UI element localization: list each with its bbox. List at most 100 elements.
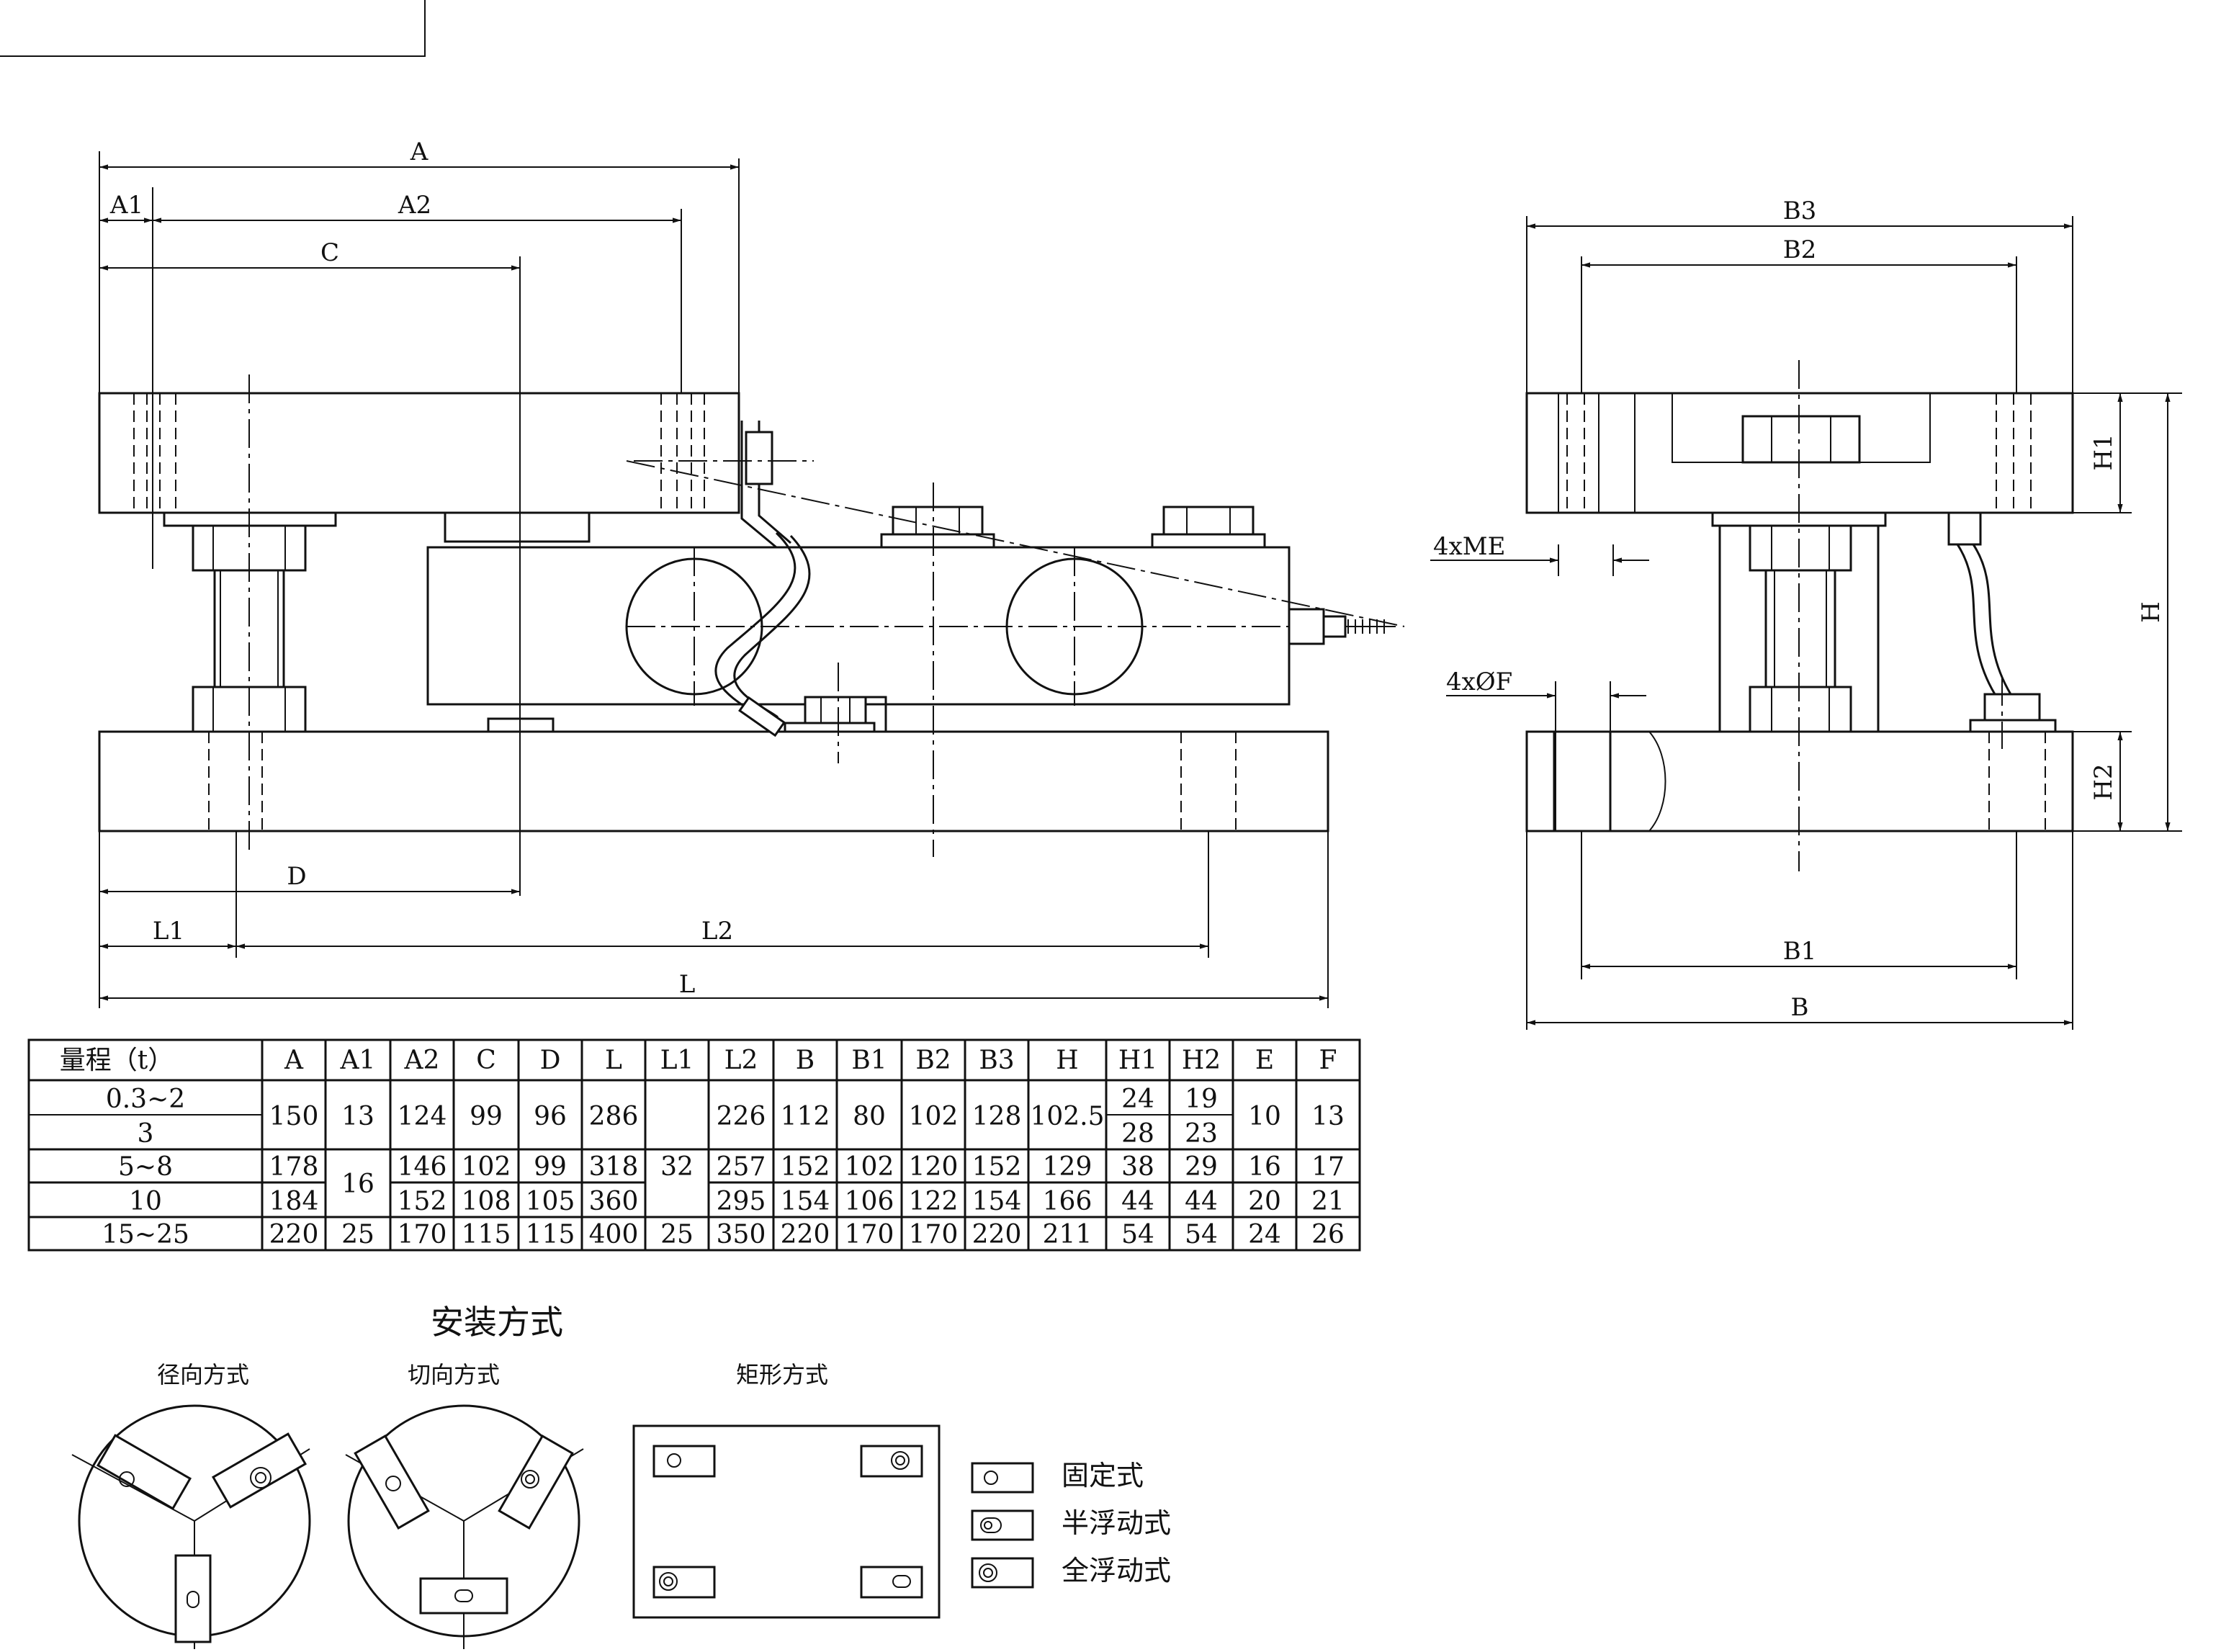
header-f: F xyxy=(1319,1046,1337,1075)
header-b: B xyxy=(796,1046,815,1075)
dim-c-label: C xyxy=(320,238,339,267)
dim-b3-label: B3 xyxy=(1783,197,1817,225)
range-cell: 10 xyxy=(129,1187,162,1216)
table-cell: 102 xyxy=(909,1102,959,1131)
cable-clamp-bolt xyxy=(784,696,887,733)
base-plate xyxy=(98,730,1329,832)
table-cell: 19 xyxy=(1185,1085,1218,1114)
dim-a2-label: A2 xyxy=(398,191,431,220)
table-cell: 99 xyxy=(534,1152,567,1182)
dim-a-label: A xyxy=(410,138,428,166)
column-l2: 226 257 295 350 xyxy=(717,1102,766,1249)
table-cell: 102 xyxy=(462,1152,511,1182)
table-cell: 32 xyxy=(660,1152,694,1182)
column-a1: 13 16 25 xyxy=(341,1102,374,1249)
installation-title: 安装方式 xyxy=(431,1303,563,1342)
legend-semi-floating-label: 半浮动式 xyxy=(1062,1507,1171,1539)
header-a: A xyxy=(284,1046,304,1075)
spec-table: 量程（t） A A1 A2 C D L L1 L2 B B1 B2 B3 H H… xyxy=(27,1038,1361,1252)
range-column: 0.3~2 3 5~8 10 15~25 xyxy=(102,1085,189,1249)
table-cell: 152 xyxy=(398,1187,447,1216)
range-cell: 5~8 xyxy=(118,1152,173,1182)
dim-d-label: D xyxy=(287,862,306,891)
table-cell: 400 xyxy=(589,1220,639,1249)
header-b3: B3 xyxy=(979,1046,1014,1075)
dim-l1-label: L1 xyxy=(153,917,184,946)
table-cell: 115 xyxy=(526,1220,575,1249)
table-cell: 44 xyxy=(1185,1187,1218,1216)
table-cell: 16 xyxy=(1248,1152,1281,1182)
column-a2: 124 146 152 170 xyxy=(398,1102,447,1249)
table-cell: 220 xyxy=(972,1220,1022,1249)
table-cell: 54 xyxy=(1121,1220,1154,1249)
dim-h2-label: H2 xyxy=(2089,763,2118,800)
side-dimension-lines xyxy=(1430,223,2171,1025)
dim-b2-label: B2 xyxy=(1783,235,1817,264)
table-cell: 24 xyxy=(1248,1220,1281,1249)
table-cell: 38 xyxy=(1121,1152,1154,1182)
table-cell: 178 xyxy=(269,1152,319,1182)
header-b1: B1 xyxy=(851,1046,887,1075)
table-cell: 350 xyxy=(717,1220,766,1249)
table-cell: 108 xyxy=(462,1187,511,1216)
table-cell: 124 xyxy=(398,1102,447,1131)
side-view xyxy=(1525,360,2074,871)
table-cell: 105 xyxy=(526,1187,575,1216)
callout-4xme: 4xME xyxy=(1433,532,1505,561)
rectangular-diagram xyxy=(632,1424,941,1619)
table-cell: 28 xyxy=(1121,1119,1154,1149)
header-l1: L1 xyxy=(660,1046,694,1075)
header-range: 量程（t） xyxy=(60,1046,174,1075)
table-cell: 128 xyxy=(972,1102,1022,1131)
front-view xyxy=(98,374,1405,857)
method-tangential-label: 切向方式 xyxy=(408,1361,500,1388)
table-cell: 166 xyxy=(1043,1187,1092,1216)
dim-l-label: L xyxy=(679,970,696,999)
table-cell: 112 xyxy=(781,1102,830,1131)
fixed-mount-icon xyxy=(984,1471,998,1485)
table-cell: 102 xyxy=(845,1152,894,1182)
table-cell: 152 xyxy=(781,1152,830,1182)
front-extension-lines xyxy=(99,151,1329,1008)
table-cell: 318 xyxy=(589,1152,639,1182)
table-cell: 17 xyxy=(1311,1152,1345,1182)
table-cell: 80 xyxy=(853,1102,886,1131)
dim-b-label: B xyxy=(1791,993,1809,1022)
column-e: 10 16 20 24 xyxy=(1248,1102,1281,1249)
table-cell: 184 xyxy=(269,1187,319,1216)
semi-floating-mount-icon xyxy=(980,1517,1002,1533)
table-cell: 96 xyxy=(534,1102,567,1131)
table-cell: 154 xyxy=(781,1187,830,1216)
legend-full-floating-label: 全浮动式 xyxy=(1062,1555,1171,1586)
header-h2: H2 xyxy=(1182,1046,1221,1075)
table-cell: 106 xyxy=(845,1187,894,1216)
table-cell: 120 xyxy=(909,1152,959,1182)
table-cell: 23 xyxy=(1185,1119,1218,1149)
range-cell: 0.3~2 xyxy=(106,1085,185,1114)
column-b: 112 152 154 220 xyxy=(781,1102,830,1249)
table-cell: 10 xyxy=(1248,1102,1281,1131)
table-cell: 257 xyxy=(717,1152,766,1182)
header-h: H xyxy=(1056,1046,1078,1075)
column-h: 102.5 129 166 211 xyxy=(1030,1102,1104,1249)
legend-fixed: 固定式 xyxy=(971,1460,1144,1494)
header-h1: H1 xyxy=(1118,1046,1157,1075)
legend-fixed-label: 固定式 xyxy=(1062,1460,1144,1491)
title-block-corner xyxy=(0,0,426,57)
table-cell: 152 xyxy=(972,1152,1022,1182)
tangential-diagram xyxy=(345,1404,584,1649)
column-h2: 19 23 29 44 54 xyxy=(1185,1085,1218,1249)
header-a1: A1 xyxy=(340,1046,376,1075)
table-cell: 170 xyxy=(845,1220,894,1249)
side-extension-lines xyxy=(1526,216,2182,1030)
table-cell: 13 xyxy=(1311,1102,1345,1131)
table-cell: 286 xyxy=(589,1102,639,1131)
dim-b1-label: B1 xyxy=(1783,937,1817,966)
column-d: 96 99 105 115 xyxy=(526,1102,575,1249)
table-cell: 54 xyxy=(1185,1220,1218,1249)
table-cell: 99 xyxy=(470,1102,503,1131)
table-cell: 146 xyxy=(398,1152,447,1182)
table-cell: 360 xyxy=(589,1187,639,1216)
dim-l2-label: L2 xyxy=(701,917,733,946)
table-cell: 220 xyxy=(269,1220,319,1249)
